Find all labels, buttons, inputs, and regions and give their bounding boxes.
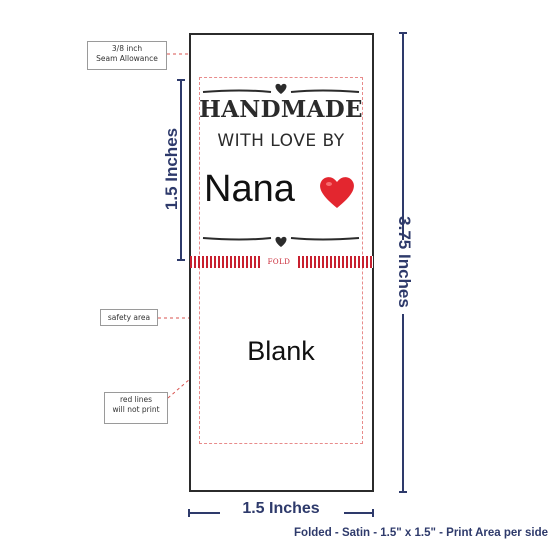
name-text: Nana [204,168,295,210]
seam-allowance-callout: 3/8 inch Seam Allowance [87,41,167,70]
seam-text: Seam Allowance [96,54,158,63]
red-lines-callout: red lines will not print [104,392,168,424]
heart-icon [275,83,287,94]
ornament-heart-divider-top [202,83,360,94]
with-love-by-text: WITH LOVE BY [217,131,345,151]
heart-icon [275,236,287,247]
red-lines-line-2: will not print [112,405,160,414]
fold-height-label: 1.5 Inches [162,127,181,211]
seam-fraction: 3/8 inch [111,44,143,53]
total-height-label: 3.75 Inches [395,216,414,308]
bottom-dimension-line [188,509,374,517]
caption: Folded - Satin - 1.5" x 1.5" - Print Are… [294,527,548,539]
red-lines-line-1: red lines [119,395,153,404]
left-dimension-line [177,79,185,261]
safety-area-callout: safety area [100,309,158,326]
handmade-text: HANDMADE [199,96,363,123]
width-label: 1.5 Inches [242,500,320,517]
redlines-leader [167,371,199,399]
blank-text: Blank [247,336,315,366]
right-dimension-line [399,32,407,493]
heart-icon [320,177,354,208]
fold-label: FOLD [262,256,296,268]
ornament-heart-divider-bottom [202,236,360,247]
